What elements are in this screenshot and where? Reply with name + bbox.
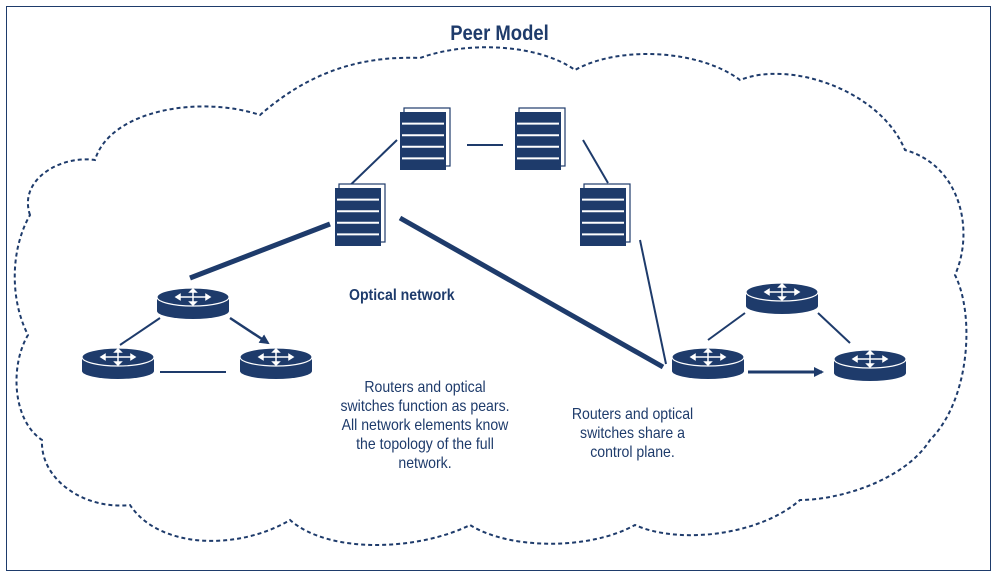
caption-peer-function: Routers and optical switches function as… xyxy=(340,379,510,472)
optical-switch-icon xyxy=(514,107,566,171)
link-switchtopright-switchright xyxy=(582,139,609,184)
router-icon xyxy=(81,347,155,380)
link-switchleft-routerlefttop xyxy=(189,221,331,281)
optical-switch-icon xyxy=(334,183,386,247)
router-icon xyxy=(745,282,819,315)
link-rightcluster-top-bottomleft xyxy=(707,312,746,341)
link-leftcluster-top-bottomright xyxy=(229,316,270,345)
diagram-title: Peer Model xyxy=(450,22,549,45)
link-rightcluster-top-bottomright xyxy=(817,312,851,344)
cloud-outline xyxy=(13,46,968,546)
caption-shared-control-plane: Routers and optical switches share a con… xyxy=(571,406,694,461)
optical-network-label: Optical network xyxy=(349,287,455,304)
diagram-frame xyxy=(6,6,991,571)
router-icon xyxy=(156,287,230,320)
link-leftcluster-top-bottomleft xyxy=(119,317,161,346)
router-icon xyxy=(671,347,745,380)
optical-switch-icon xyxy=(399,107,451,171)
link-switchleft-routerright xyxy=(398,215,665,370)
router-icon xyxy=(239,347,313,380)
optical-switch-icon xyxy=(579,183,631,247)
link-switchright-routerright xyxy=(639,239,667,365)
router-icon xyxy=(833,349,907,382)
